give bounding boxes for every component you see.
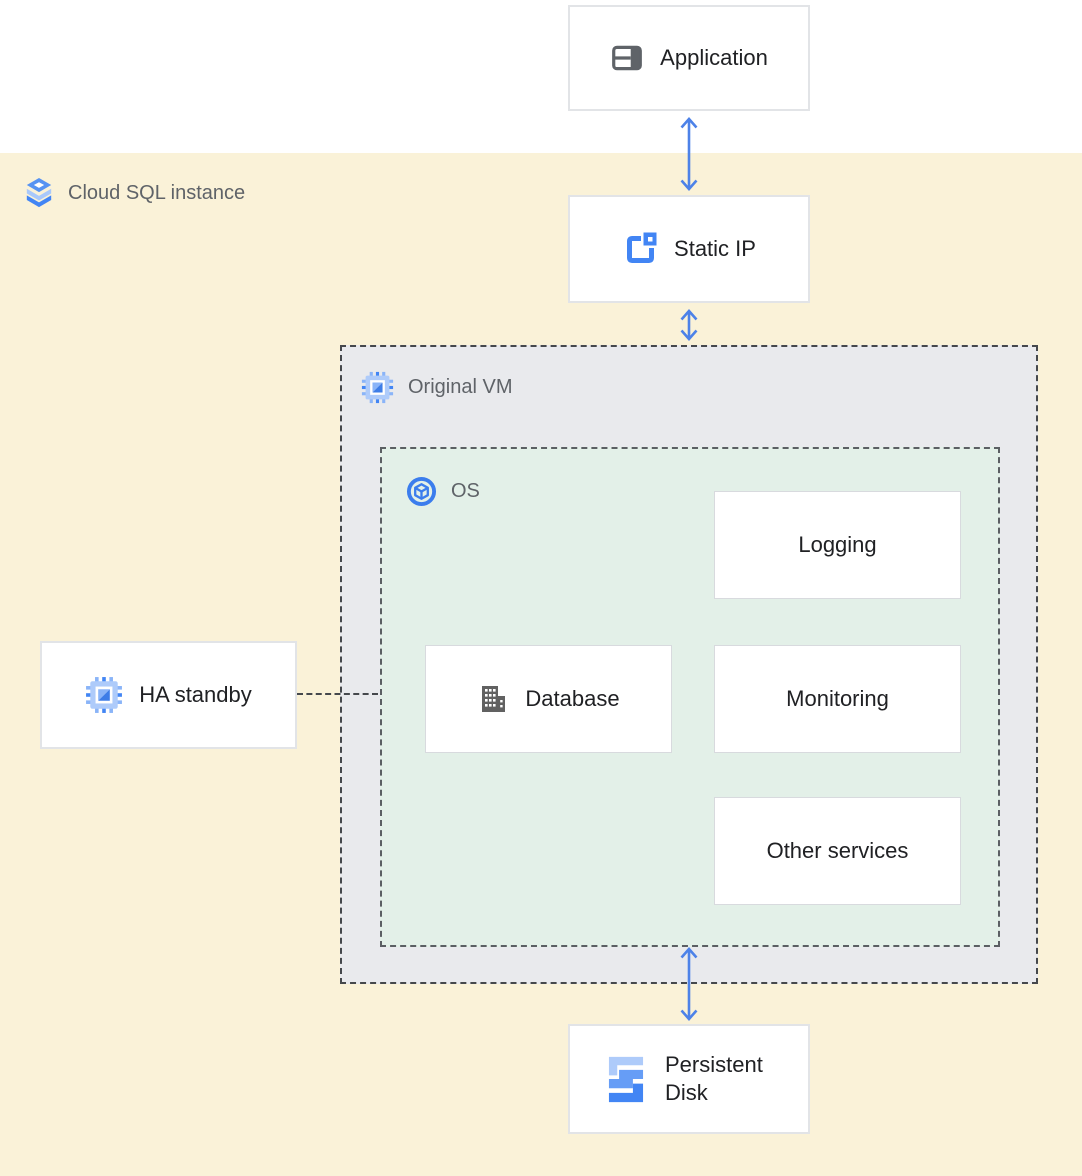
arrow-application-staticip — [677, 116, 701, 192]
cloud-sql-region-label: Cloud SQL instance — [24, 177, 245, 209]
application-label: Application — [660, 45, 768, 70]
original-vm-container: Original VM OS Logging — [340, 345, 1038, 984]
original-vm-text: Original VM — [408, 376, 513, 398]
compute-engine-icon — [361, 371, 394, 404]
os-container: OS Logging Da — [380, 447, 1000, 947]
cloud-sql-region-text: Cloud SQL instance — [68, 181, 246, 204]
application-node: Application — [568, 5, 810, 111]
database-node: Database — [425, 645, 672, 753]
logging-label: Logging — [798, 532, 877, 557]
ha-standby-label: HA standby — [139, 682, 252, 707]
other-services-label: Other services — [766, 838, 909, 863]
static-ip-node: Static IP — [568, 195, 810, 303]
logging-node: Logging — [714, 491, 961, 599]
database-label: Database — [525, 686, 620, 711]
static-ip-icon — [627, 232, 657, 263]
arrow-vm-persistentdisk — [677, 946, 701, 1022]
database-building-icon — [482, 686, 506, 712]
monitoring-node: Monitoring — [714, 645, 961, 753]
os-text: OS — [451, 480, 480, 502]
compute-engine-icon — [86, 677, 123, 713]
application-window-icon — [612, 45, 643, 71]
original-vm-label: Original VM — [361, 371, 512, 404]
monitoring-label: Monitoring — [786, 686, 889, 711]
arrow-staticip-vm — [677, 308, 701, 342]
persistent-disk-node: Persistent Disk — [568, 1024, 810, 1134]
os-icon — [406, 476, 437, 507]
os-label: OS — [406, 476, 480, 507]
static-ip-label: Static IP — [674, 236, 756, 261]
ha-standby-node: HA standby — [40, 641, 297, 749]
persistent-disk-icon — [608, 1056, 644, 1102]
cloud-sql-icon — [26, 178, 52, 208]
ha-standby-connector — [297, 693, 378, 695]
persistent-disk-label: Persistent Disk — [665, 1052, 763, 1105]
other-services-node: Other services — [714, 797, 961, 905]
